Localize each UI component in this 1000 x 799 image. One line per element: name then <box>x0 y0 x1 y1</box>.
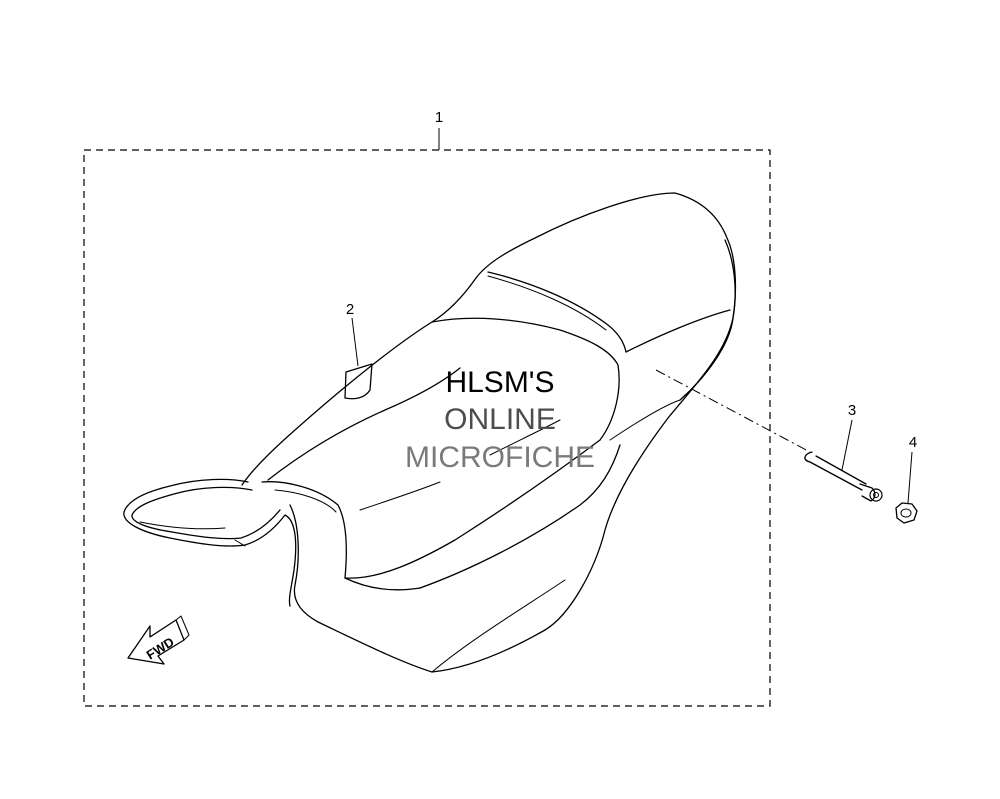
nut <box>895 502 918 524</box>
callout-2-label: 2 <box>346 301 354 318</box>
callout-2[interactable]: 2 <box>346 301 359 367</box>
callout-3-label: 3 <box>848 402 856 419</box>
callout-4[interactable]: 4 <box>907 434 917 504</box>
fwd-arrow: FWD <box>127 615 190 665</box>
seat-front-hoop <box>123 478 297 607</box>
seat-emblem-tag <box>344 363 373 400</box>
watermark: HLSM'S ONLINE MICROFICHE <box>405 366 595 474</box>
watermark-line-2: ONLINE <box>444 403 556 436</box>
watermark-line-1: HLSM'S <box>445 366 554 399</box>
callout-4-label: 4 <box>909 434 917 451</box>
hook-centerline <box>655 369 811 453</box>
callout-3[interactable]: 3 <box>841 402 856 471</box>
seat-hook-bolt <box>804 451 883 502</box>
watermark-line-3: MICROFICHE <box>405 441 595 474</box>
callout-1-label: 1 <box>435 109 443 126</box>
callout-1[interactable]: 1 <box>435 109 443 150</box>
seat-drawing <box>241 192 737 673</box>
assembly-boundary <box>83 149 771 707</box>
